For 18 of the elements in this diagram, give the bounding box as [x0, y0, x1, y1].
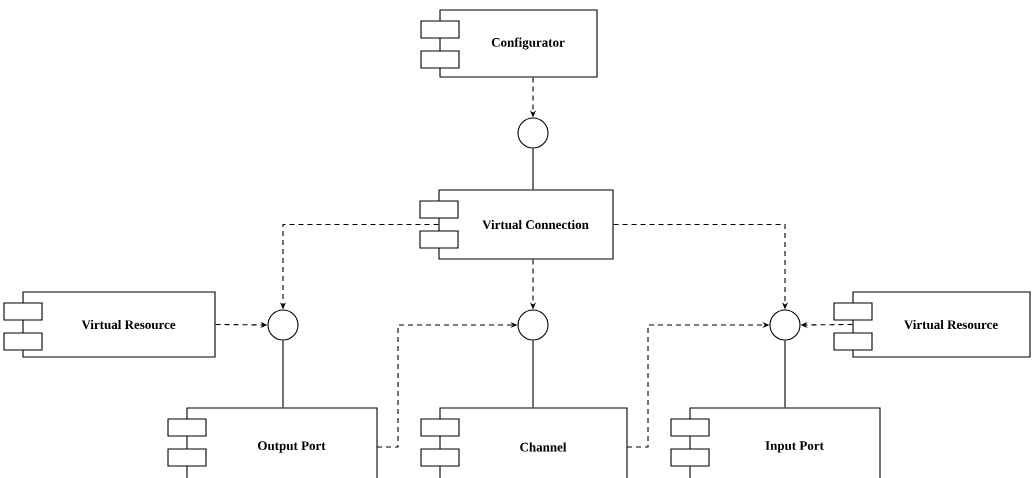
connector-line: [532, 340, 534, 408]
connector-line: [282, 340, 284, 408]
component-box: Input Port: [670, 407, 881, 478]
connector-line: [784, 340, 786, 408]
node-label: Input Port: [765, 441, 824, 453]
component-box: Channel: [420, 407, 628, 478]
connector-line: [532, 148, 534, 190]
component-box: Virtual Connection: [419, 189, 614, 260]
interface-circle: [267, 309, 299, 341]
component-box: Configurator: [420, 9, 598, 78]
interface-circle: [517, 117, 549, 149]
component-box: Virtual Resource: [833, 291, 1031, 358]
node-label: Channel: [520, 442, 567, 452]
component-box: Output Port: [167, 407, 378, 478]
interface-circle: [517, 309, 549, 341]
interface-circle: [769, 309, 801, 341]
node-label: Output Port: [258, 441, 326, 453]
component-box: Virtual Resource: [3, 291, 216, 358]
